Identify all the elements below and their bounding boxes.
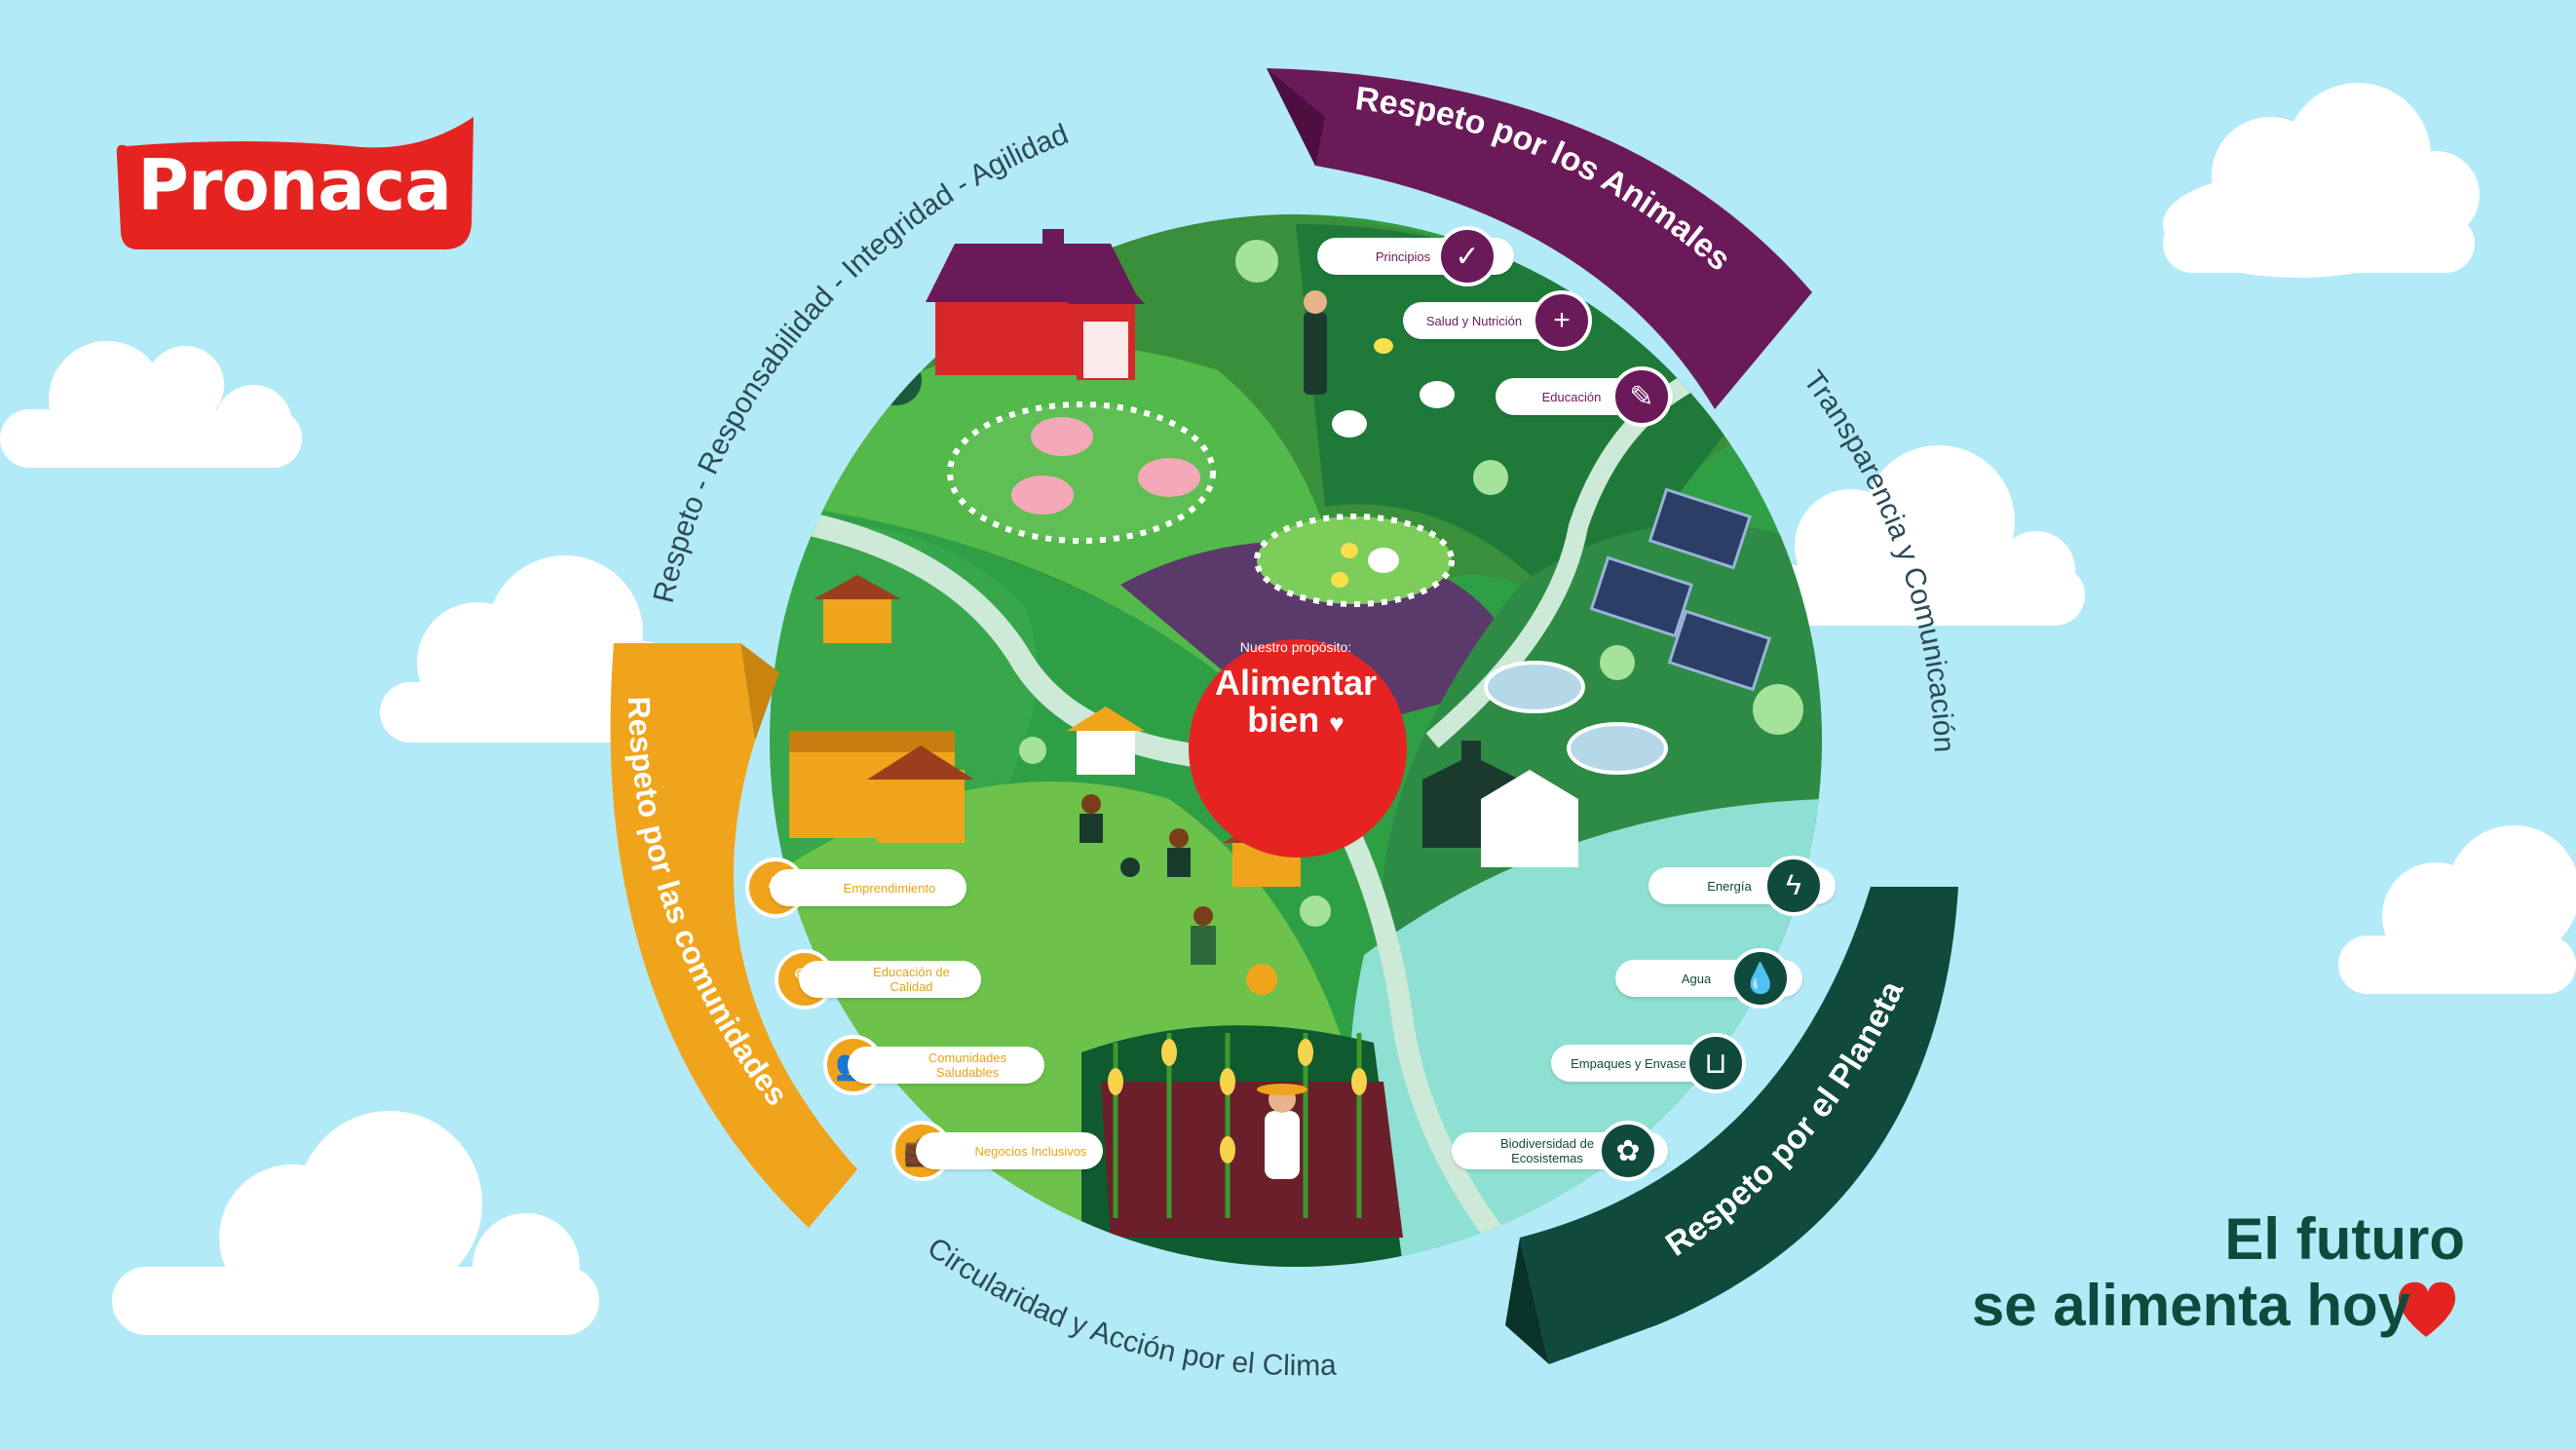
- cloud-right-bottom: [2338, 825, 2576, 994]
- cloud-right-mid: [1754, 445, 2085, 626]
- pill-label: Empaques y Envases: [1571, 1055, 1693, 1071]
- pronaca-logo: Pronaca: [115, 115, 474, 249]
- pill-label: Agua: [1681, 971, 1712, 986]
- planet-arrow: [1505, 887, 1958, 1364]
- drop-icon: 💧: [1730, 948, 1791, 1009]
- pill-label: Biodiversidad de Ecosistemas: [1499, 1136, 1595, 1165]
- cloud-left: [0, 341, 302, 468]
- logo-banner: [116, 117, 474, 249]
- cloud-top-right: [2163, 83, 2480, 278]
- cloud-bottom-left: [112, 1111, 599, 1335]
- barn-illustration: [926, 229, 1145, 380]
- pill-comunidades: Comunidades Saludables: [848, 1047, 1044, 1084]
- tagline-line2: se alimenta hoy: [1971, 1273, 2410, 1338]
- purpose-big-line1: Alimentar: [1214, 663, 1378, 703]
- heart-icon: ♥: [1329, 708, 1345, 738]
- pill-label: Emprendimiento: [843, 880, 936, 896]
- pill-emprendimiento: Emprendimiento: [770, 869, 966, 906]
- badge-icon: ✿: [1598, 1121, 1658, 1181]
- animals-arrow: [1267, 68, 1812, 409]
- plus-icon: +: [1532, 290, 1592, 351]
- purpose-circle: [1189, 639, 1407, 858]
- logo-text: Pronaca: [137, 144, 452, 226]
- pill-label: Salud y Nutrición: [1425, 313, 1523, 328]
- pill-label: Educación de Calidad: [873, 965, 950, 994]
- pill-label: Comunidades Saludables: [928, 1050, 1007, 1080]
- purpose-small-label: Nuestro propósito:: [1239, 639, 1352, 655]
- pill-educacion-calidad: Educación de Calidad: [799, 961, 981, 998]
- purpose-big-line2: bien: [1247, 700, 1320, 740]
- lightning-icon: ϟ: [1763, 856, 1824, 916]
- tagline: El futuro se alimenta hoy: [1851, 1206, 2465, 1339]
- pencil-icon: ✎: [1611, 366, 1672, 427]
- pill-negocios: Negocios Inclusivos: [916, 1132, 1103, 1169]
- tagline-heart-shape: [2398, 1281, 2456, 1337]
- pill-label: Negocios Inclusivos: [974, 1143, 1087, 1159]
- tagline-line1: El futuro: [2224, 1206, 2465, 1272]
- pill-label: Educación: [1541, 389, 1602, 404]
- purpose-label: Nuestro propósito: Alimentar bien ♥: [1187, 639, 1405, 742]
- pill-label: Energía: [1707, 878, 1752, 894]
- pill-label: Principios: [1375, 248, 1431, 264]
- communities-arrow: [610, 643, 857, 1228]
- check-icon: ✓: [1437, 226, 1497, 286]
- basket-icon: ⊔: [1686, 1033, 1746, 1093]
